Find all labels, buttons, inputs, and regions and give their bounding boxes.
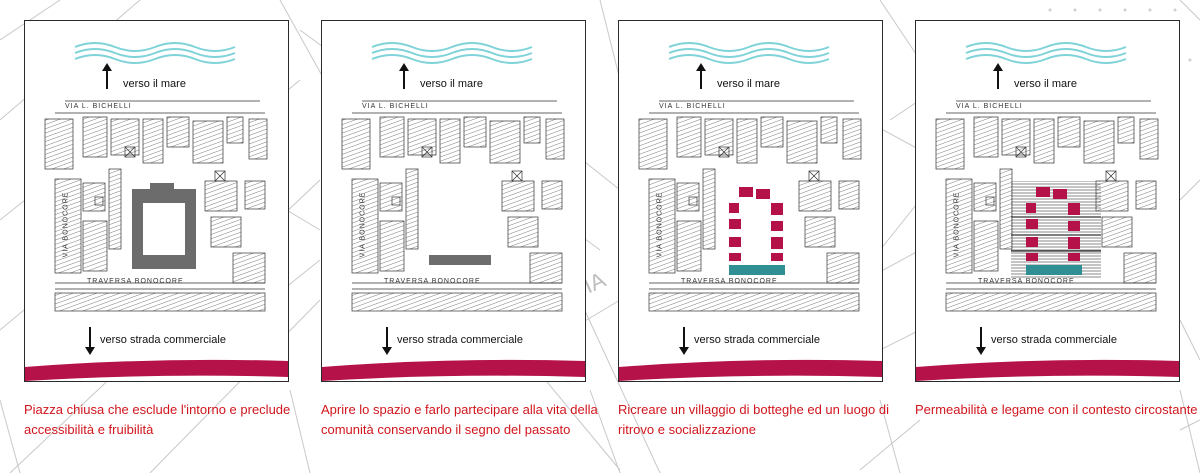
street-bottom-label: TRAVERSA BONOCORE: [978, 278, 1075, 285]
panel-permeability: verso il mare verso strada commerciale V…: [915, 20, 1180, 382]
site-plan-3: [619, 42, 882, 381]
caption-1: Piazza chiusa che esclude l'intorno e pr…: [24, 402, 291, 437]
street-side-label: VIA BONOCORE: [656, 191, 664, 258]
site-plan-1: [25, 42, 288, 381]
caption-4: Permeabilità e legame con il contesto ci…: [915, 402, 1198, 417]
street-bottom-label: TRAVERSA BONOCORE: [87, 278, 184, 285]
street-side-label: VIA BONOCORE: [62, 191, 70, 258]
panel-closed-square: verso il mare verso strada commerciale V…: [24, 20, 289, 382]
teal-strip: [1026, 265, 1082, 275]
shop-blocks: [729, 187, 783, 261]
sea-label: verso il mare: [123, 78, 186, 90]
street-top-label: VIA L. BICHELLI: [362, 103, 429, 110]
shop-blocks: [1026, 187, 1080, 261]
road-label: verso strada commerciale: [991, 334, 1117, 346]
caption-2: Aprire lo spazio e farlo partecipare all…: [321, 402, 598, 437]
caption-3: Ricreare un villaggio di botteghe ed un …: [618, 402, 890, 437]
sea-label: verso il mare: [1014, 78, 1077, 90]
street-bottom-label: TRAVERSA BONOCORE: [384, 278, 481, 285]
connection-lines: [1011, 216, 1101, 252]
street-bottom-label: TRAVERSA BONOCORE: [681, 278, 778, 285]
sea-label: verso il mare: [420, 78, 483, 90]
panel-shop-village: verso il mare verso strada commerciale V…: [618, 20, 883, 382]
street-top-label: VIA L. BICHELLI: [956, 103, 1023, 110]
street-top-label: VIA L. BICHELLI: [659, 103, 726, 110]
teal-strip: [729, 265, 785, 275]
road-label: verso strada commerciale: [100, 334, 226, 346]
site-plan-2: [322, 42, 585, 381]
street-side-label: VIA BONOCORE: [359, 191, 367, 258]
past-trace-strip: [429, 255, 491, 265]
road-label: verso strada commerciale: [694, 334, 820, 346]
site-plan-4: [916, 42, 1179, 381]
street-side-label: VIA BONOCORE: [953, 191, 961, 258]
panel-open-space: verso il mare verso strada commerciale V…: [321, 20, 586, 382]
sea-label: verso il mare: [717, 78, 780, 90]
street-top-label: VIA L. BICHELLI: [65, 103, 132, 110]
road-label: verso strada commerciale: [397, 334, 523, 346]
